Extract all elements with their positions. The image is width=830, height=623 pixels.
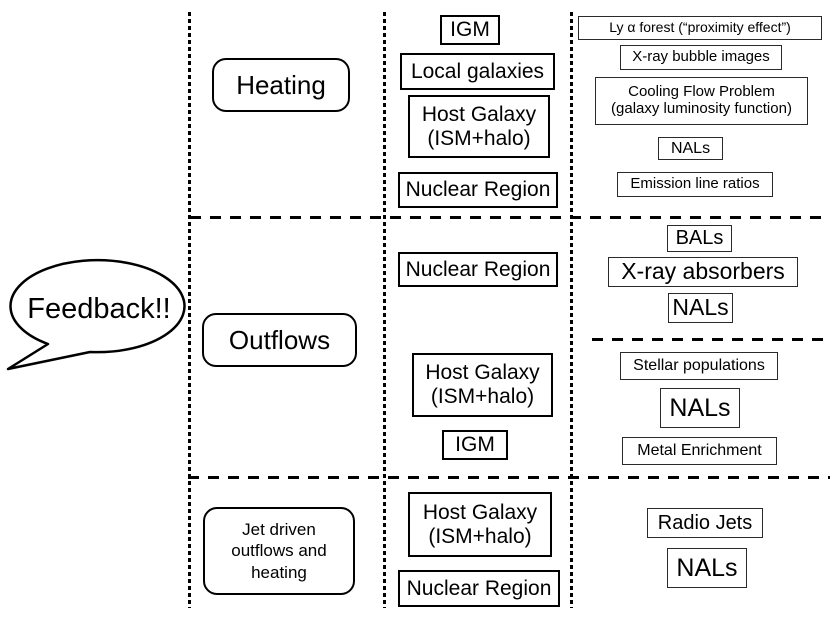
target-host-galaxy-heating: Host Galaxy (ISM+halo) [408, 95, 550, 158]
target-local-galaxies: Local galaxies [400, 53, 555, 90]
observable-bals: BALs [667, 225, 732, 252]
target-nuclear-region-jet: Nuclear Region [398, 570, 560, 607]
row-divider-partial [592, 338, 830, 341]
observable-emission-line-ratios: Emission line ratios [617, 172, 773, 197]
observable-xray-absorbers: X-ray absorbers [608, 257, 798, 287]
category-jet-driven: Jet driven outflows and heating [203, 507, 355, 595]
observable-stellar-populations: Stellar populations [620, 352, 778, 380]
target-host-galaxy-outflows: Host Galaxy (ISM+halo) [412, 353, 553, 417]
observable-xray-bubble-images: X-ray bubble images [620, 45, 782, 70]
speech-bubble-label: Feedback!! [27, 293, 170, 325]
category-heating: Heating [212, 58, 350, 112]
observable-radio-jets: Radio Jets [647, 508, 763, 538]
row-divider-2 [188, 476, 830, 479]
observable-metal-enrichment: Metal Enrichment [622, 437, 777, 465]
row-divider-1 [190, 216, 830, 219]
observable-lya-forest: Ly α forest (“proximity effect”) [578, 16, 822, 40]
target-host-galaxy-jet: Host Galaxy (ISM+halo) [408, 492, 552, 557]
column-divider-2 [383, 12, 386, 608]
speech-bubble-outline [6, 258, 186, 371]
column-divider-3 [570, 12, 573, 608]
target-nuclear-region-heating: Nuclear Region [398, 172, 558, 208]
target-igm-outflows: IGM [442, 430, 508, 460]
speech-bubble: Feedback!! [6, 258, 186, 371]
observable-nals-heating: NALs [658, 137, 723, 160]
column-divider-1 [188, 12, 191, 608]
observable-nals-outflows-galaxy: NALs [660, 388, 740, 428]
observable-nals-jet: NALs [667, 548, 747, 588]
target-igm-heating: IGM [440, 15, 500, 45]
category-outflows: Outflows [202, 313, 357, 367]
target-nuclear-region-outflows: Nuclear Region [398, 252, 558, 287]
observable-cooling-flow-problem: Cooling Flow Problem (galaxy luminosity … [595, 77, 808, 125]
observable-nals-outflows-nuclear: NALs [668, 293, 733, 323]
